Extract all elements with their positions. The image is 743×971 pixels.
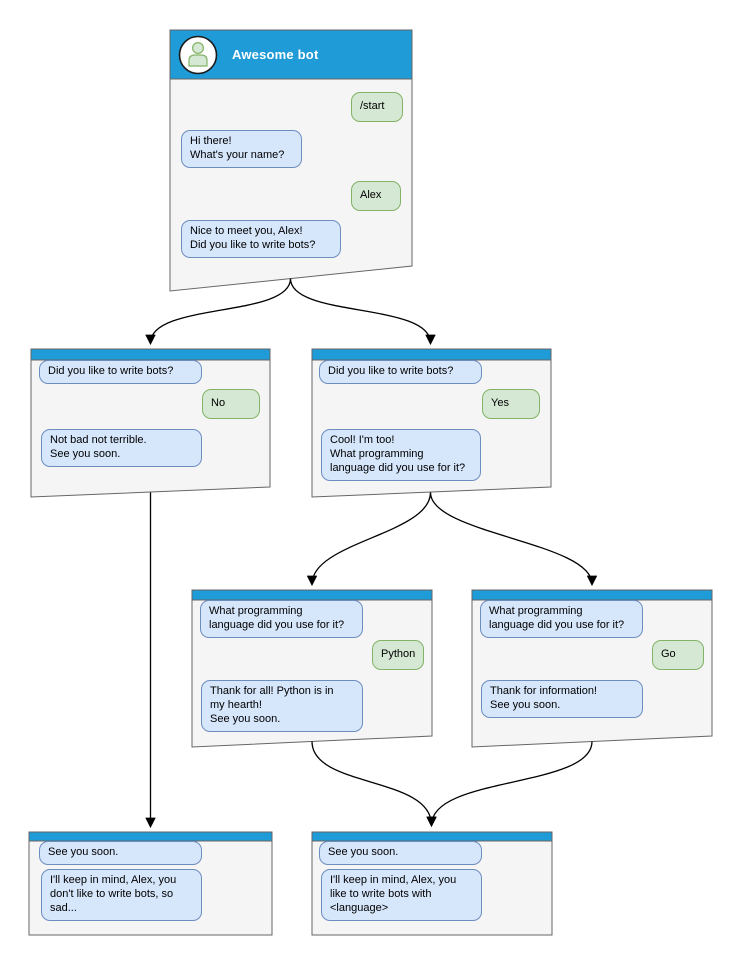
person-icon: [188, 41, 208, 67]
edge-root-to-no: [145, 278, 292, 346]
python-branch-reply: Thank for all! Python is in my hearth! S…: [201, 680, 363, 732]
bot-avatar: [178, 35, 218, 75]
python-branch-question: What programming language did you use fo…: [200, 600, 363, 638]
no-branch-header: [30, 348, 271, 361]
bot-message-greeting: Hi there! What's your name?: [181, 130, 302, 168]
bot-message-ask-bots: Nice to meet you, Alex! Did you like to …: [181, 220, 341, 258]
python-branch-header: [191, 589, 433, 601]
yes-branch-header: [311, 348, 552, 361]
yes-branch-answer: Yes: [482, 389, 540, 419]
python-branch-answer: Python: [372, 640, 424, 670]
edge-root-to-yes: [289, 278, 436, 346]
yes-branch-question: Did you like to write bots?: [319, 360, 482, 384]
edge-go-to-end: [426, 741, 593, 828]
end-no-reply: I'll keep in mind, Alex, you don't like …: [41, 869, 202, 921]
end-no-question: See you soon.: [39, 841, 202, 865]
edge-python-to-end: [311, 741, 437, 828]
no-branch-question: Did you like to write bots?: [39, 360, 202, 384]
no-branch-reply: Not bad not terrible. See you soon.: [41, 429, 202, 467]
edge-yes-to-python: [306, 492, 432, 587]
root-window-title: Awesome bot: [232, 47, 319, 62]
go-branch-header: [471, 589, 713, 601]
user-message-name: Alex: [351, 181, 401, 211]
go-branch-question: What programming language did you use fo…: [480, 600, 643, 638]
edge-yes-to-go: [429, 492, 598, 587]
go-branch-reply: Thank for information! See you soon.: [481, 680, 643, 718]
yes-branch-reply: Cool! I'm too! What programming language…: [321, 429, 481, 481]
end-no-header: [28, 831, 273, 842]
end-yes-header: [311, 831, 553, 842]
go-branch-answer: Go: [652, 640, 704, 670]
end-yes-reply: I'll keep in mind, Alex, you like to wri…: [321, 869, 482, 921]
end-yes-question: See you soon.: [319, 841, 482, 865]
no-branch-answer: No: [202, 389, 260, 419]
user-message-start: /start: [351, 92, 403, 122]
